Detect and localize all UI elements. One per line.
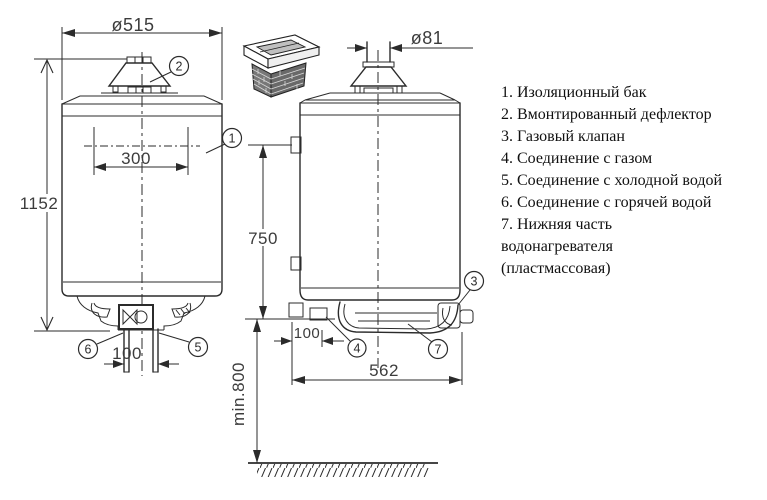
side-bottom-assembly bbox=[288, 301, 474, 334]
callout-5-cold-water: 5 bbox=[158, 332, 209, 358]
dim-pipe-spacing-label: 100 bbox=[112, 344, 142, 363]
side-tank-body bbox=[290, 92, 461, 301]
legend-line-4: 4. Соединение с газом bbox=[501, 150, 653, 167]
side-mount-tab-bottom bbox=[290, 256, 302, 271]
callout-5-number: 5 bbox=[195, 341, 202, 355]
plastic-bottom-part bbox=[337, 301, 459, 334]
callout-7-number: 7 bbox=[435, 343, 442, 357]
dim-min-clearance: min.800 bbox=[229, 319, 261, 463]
front-view bbox=[61, 52, 223, 376]
callout-6-number: 6 bbox=[85, 343, 92, 357]
front-pilot-box bbox=[118, 304, 154, 330]
dim-depth: 562 bbox=[291, 332, 463, 385]
gas-valve bbox=[437, 302, 474, 329]
dim-depth-label: 562 bbox=[369, 361, 399, 380]
callout-1-insulated-tank: 1 bbox=[205, 127, 243, 154]
dim-gas-offset: 100 bbox=[274, 322, 344, 347]
dim-inner-width: 300 bbox=[84, 127, 200, 175]
callout-1-number: 1 bbox=[229, 132, 236, 146]
legend-line-7b: водонагревателя bbox=[501, 238, 613, 255]
dimensions: ø515 1152 300 100 bbox=[20, 15, 473, 463]
ground bbox=[248, 462, 438, 477]
callout-2-number: 2 bbox=[176, 60, 183, 74]
front-deflector bbox=[101, 56, 178, 94]
legend-line-7c: (пластмассовая) bbox=[501, 260, 611, 277]
dim-tank-diameter: ø515 bbox=[61, 15, 223, 100]
callout-7-plastic-bottom: 7 bbox=[407, 323, 449, 360]
callout-2-deflector: 2 bbox=[149, 55, 190, 83]
dim-gas-offset-label: 100 bbox=[294, 325, 321, 342]
gas-connection bbox=[309, 307, 328, 321]
dim-tank-diameter-label: ø515 bbox=[111, 15, 154, 35]
dim-min-clearance-label: min.800 bbox=[229, 362, 248, 426]
callout-balloons: 1 2 3 4 5 6 7 bbox=[77, 55, 485, 360]
legend: 1. Изоляционный бак 2. Вмонтированный де… bbox=[501, 82, 763, 280]
callout-6-hot-water: 6 bbox=[77, 332, 124, 360]
dim-inner-width-label: 300 bbox=[121, 149, 151, 168]
legend-line-3: 3. Газовый клапан bbox=[501, 128, 625, 145]
legend-line-6: 6. Соединение с горячей водой bbox=[501, 194, 712, 211]
legend-line-1: 1. Изоляционный бак bbox=[501, 84, 647, 101]
side-view bbox=[288, 41, 474, 368]
dim-total-height: 1152 bbox=[20, 58, 127, 332]
front-bottom-assembly bbox=[76, 295, 206, 373]
side-deflector bbox=[347, 41, 410, 94]
dim-total-height-label: 1152 bbox=[20, 194, 59, 213]
legend-line-2: 2. Вмонтированный дефлектор bbox=[501, 106, 712, 123]
legend-line-7: 7. Нижняя часть bbox=[501, 216, 612, 233]
callout-3-gas-valve: 3 bbox=[457, 270, 485, 306]
callout-4-gas-connection: 4 bbox=[325, 316, 367, 358]
dim-mount-height-label: 750 bbox=[248, 229, 278, 248]
chimney-illustration bbox=[242, 34, 321, 98]
legend-line-5: 5. Соединение с холодной водой bbox=[501, 172, 723, 189]
ground-hatching bbox=[257, 464, 429, 477]
dim-pipe-spacing: 100 bbox=[104, 344, 179, 368]
dim-flue-diameter-label: ø81 bbox=[411, 28, 444, 48]
callout-3-number: 3 bbox=[471, 275, 478, 289]
front-water-pipes bbox=[123, 328, 159, 373]
dim-mount-height: 750 bbox=[245, 144, 335, 320]
dim-flue-diameter: ø81 bbox=[347, 28, 473, 52]
front-tank-body bbox=[61, 95, 223, 297]
callout-4-number: 4 bbox=[354, 342, 361, 356]
